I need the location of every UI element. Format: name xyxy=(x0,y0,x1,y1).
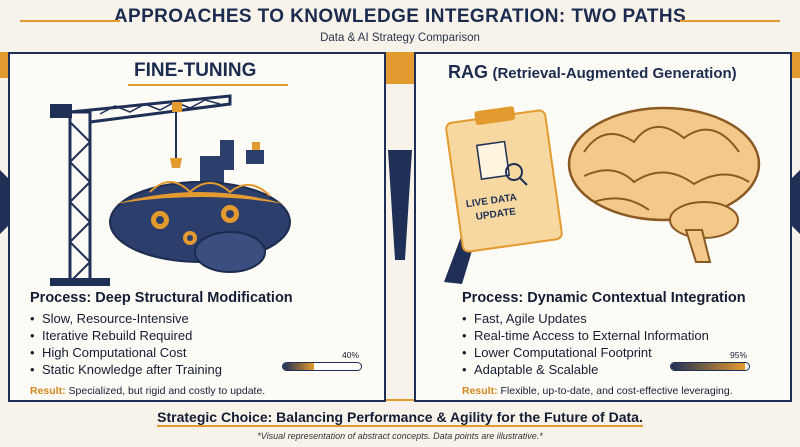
title-rule-left xyxy=(20,20,120,22)
list-item: Lower Computational Footprint xyxy=(462,344,709,361)
fine-tuning-title-underline xyxy=(128,84,288,86)
crane-brain-illustration xyxy=(50,94,291,286)
crane-icon xyxy=(50,94,232,286)
fine-tuning-progress-bar xyxy=(282,362,362,371)
strategic-choice: Strategic Choice: Balancing Performance … xyxy=(0,409,800,427)
title-rule-right xyxy=(680,20,780,22)
rag-illustration: LIVE DATA UPDATE xyxy=(444,106,761,284)
result-label: Result: xyxy=(30,385,66,397)
page-subtitle: Data & AI Strategy Comparison xyxy=(320,32,480,44)
result-text: Flexible, up-to-date, and cost-effective… xyxy=(500,385,733,397)
strategic-text: Strategic Choice: Balancing Performance … xyxy=(157,409,643,427)
rag-bullets: Fast, Agile Updates Real-time Access to … xyxy=(462,310,709,378)
list-item: Adaptable & Scalable xyxy=(462,361,709,378)
rag-progress-bar xyxy=(670,362,750,371)
fine-tuning-bullets: Slow, Resource-Intensive Iterative Rebui… xyxy=(30,310,222,378)
list-item: Fast, Agile Updates xyxy=(462,310,709,327)
page-title: APPROACHES TO KNOWLEDGE INTEGRATION: TWO… xyxy=(113,6,687,27)
rag-title-sub: (Retrieval-Augmented Generation) xyxy=(492,65,737,82)
footnote: *Visual representation of abstract conce… xyxy=(257,431,543,441)
fine-tuning-progress-fill xyxy=(283,363,315,370)
rag-title-main: RAG xyxy=(448,62,488,82)
list-item: Real-time Access to External Information xyxy=(462,327,709,344)
rag-process: Process: Dynamic Contextual Integration xyxy=(462,290,746,306)
rag-title: RAG (Retrieval-Augmented Generation) xyxy=(448,62,737,83)
fine-tuning-progress-label: 40% xyxy=(342,350,360,360)
search-icon xyxy=(475,140,528,186)
brain-icon xyxy=(567,106,761,263)
list-item: Static Knowledge after Training xyxy=(30,361,222,378)
result-text: Specialized, but rigid and costly to upd… xyxy=(68,385,266,397)
fine-tuning-title: FINE-TUNING xyxy=(134,60,257,81)
brain-icon xyxy=(109,181,291,273)
list-item: High Computational Cost xyxy=(30,344,222,361)
fine-tuning-process: Process: Deep Structural Modification xyxy=(30,290,293,306)
rag-progress-fill xyxy=(671,363,746,370)
result-label: Result: xyxy=(462,385,498,397)
clipboard-icon: LIVE DATA UPDATE xyxy=(445,106,563,253)
gear-icon xyxy=(151,205,239,245)
list-item: Iterative Rebuild Required xyxy=(30,327,222,344)
fine-tuning-result: Result: Specialized, but rigid and costl… xyxy=(30,385,265,397)
rag-result: Result: Flexible, up-to-date, and cost-e… xyxy=(462,385,733,397)
list-item: Slow, Resource-Intensive xyxy=(30,310,222,327)
rag-progress-label: 95% xyxy=(730,350,748,360)
